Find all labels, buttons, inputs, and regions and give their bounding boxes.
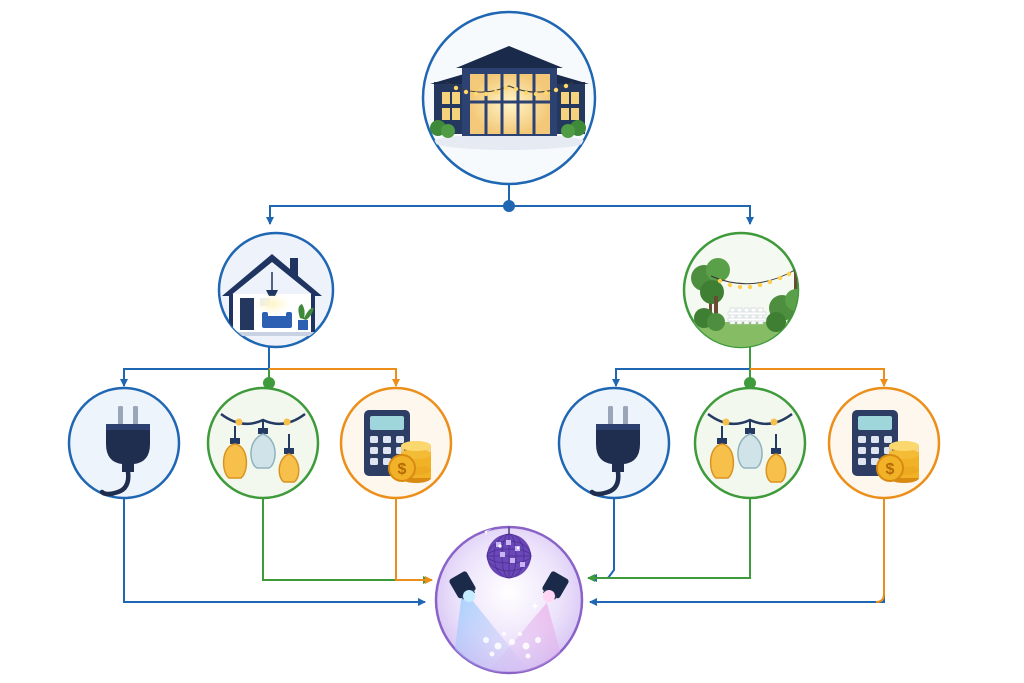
connectors <box>120 184 888 606</box>
budget-left-to-party-arrow <box>395 498 433 584</box>
venue-to-indoor-arrow <box>266 205 509 225</box>
indoor-to-power-arrow <box>120 368 269 387</box>
venue-junction-dot <box>503 200 515 212</box>
indoor-house-icon <box>222 254 327 336</box>
power-left-to-party-arrow <box>123 498 426 606</box>
bulbs-right-node <box>693 386 807 500</box>
bulbs-right-to-party-arrow <box>587 486 751 582</box>
disco-ball-spotlights-icon <box>449 527 569 672</box>
power-right-to-party-arrow <box>589 486 615 582</box>
event-venue-icon <box>430 46 589 150</box>
budget-right-orange-link <box>875 498 885 603</box>
venue-node <box>421 10 597 186</box>
power-right-node <box>557 386 671 500</box>
outdoor-to-power-arrow <box>612 368 750 387</box>
party-node <box>434 525 584 675</box>
budget-right-node <box>827 386 941 500</box>
outdoor-junction-dot <box>744 377 756 389</box>
budget-right-to-party-arrow <box>589 498 885 606</box>
indoor-junction-dot <box>263 377 275 389</box>
indoor-to-budget-arrow <box>269 368 400 387</box>
indoor-node <box>217 231 335 349</box>
power-left-node <box>67 386 181 500</box>
bulbs-left-node <box>206 386 320 500</box>
outdoor-to-budget-arrow <box>750 368 888 387</box>
budget-left-node <box>339 386 453 500</box>
outdoor-node <box>682 231 800 349</box>
bulbs-left-to-party-arrow <box>262 498 431 584</box>
venue-to-outdoor-arrow <box>509 205 754 225</box>
